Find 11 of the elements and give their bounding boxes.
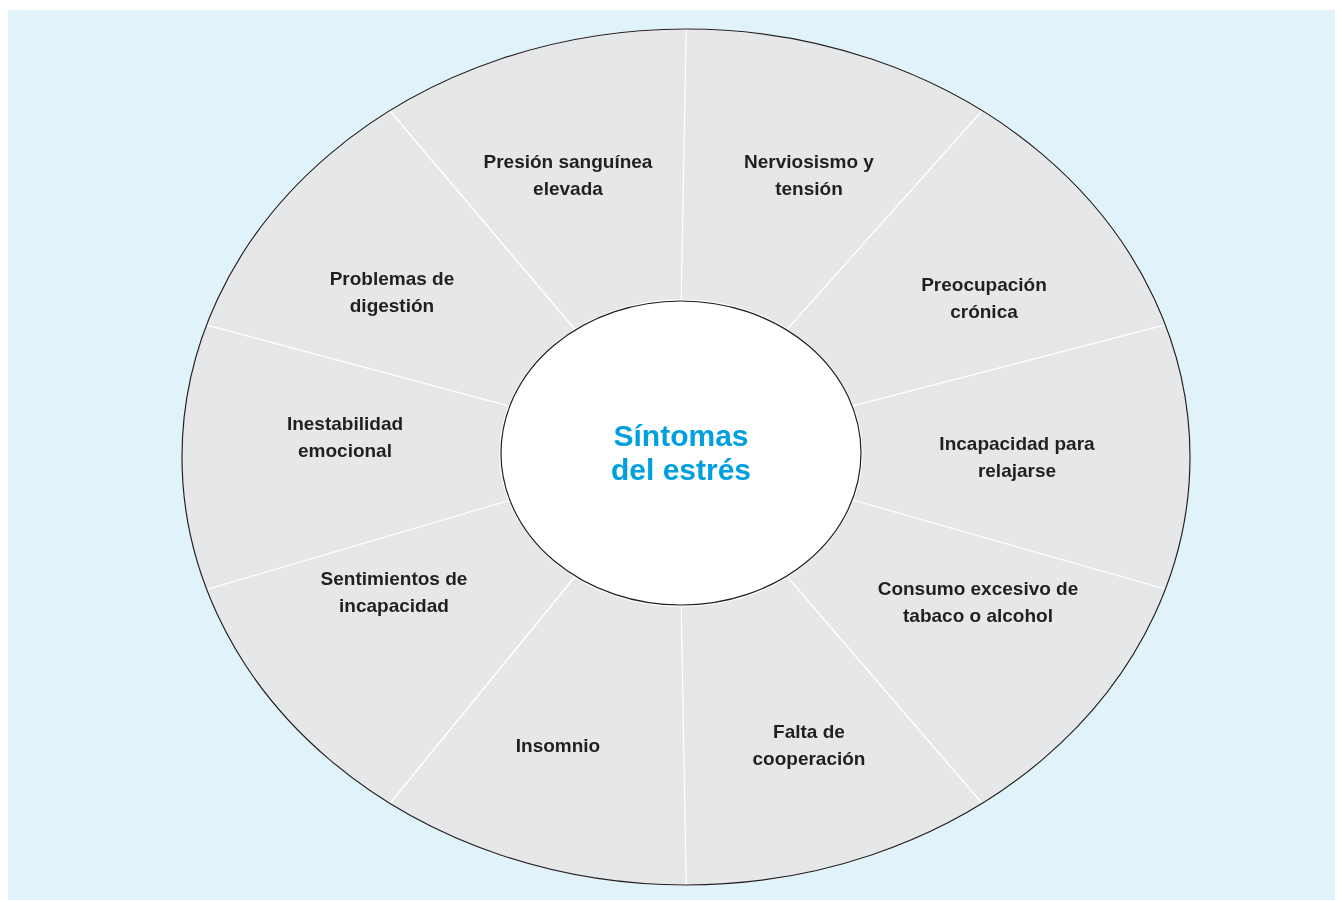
segment-label: Preocupación crónica: [920, 273, 1048, 324]
segment-label: Falta de cooperación: [751, 720, 867, 771]
segment-label: Presión sanguínea elevada: [482, 150, 654, 201]
segment-label: Consumo excesivo de tabaco o alcohol: [876, 577, 1080, 628]
center-title: Síntomas del estrés: [609, 419, 753, 487]
segment-label: Inestabilidad emocional: [285, 412, 405, 463]
segment-label: Sentimientos de incapacidad: [319, 567, 469, 618]
segment-label: Nerviosismo y tensión: [743, 150, 875, 201]
segment-label: Insomnio: [514, 733, 602, 758]
segment-label: Problemas de digestión: [328, 267, 456, 318]
segment-label: Incapacidad para relajarse: [938, 432, 1096, 483]
